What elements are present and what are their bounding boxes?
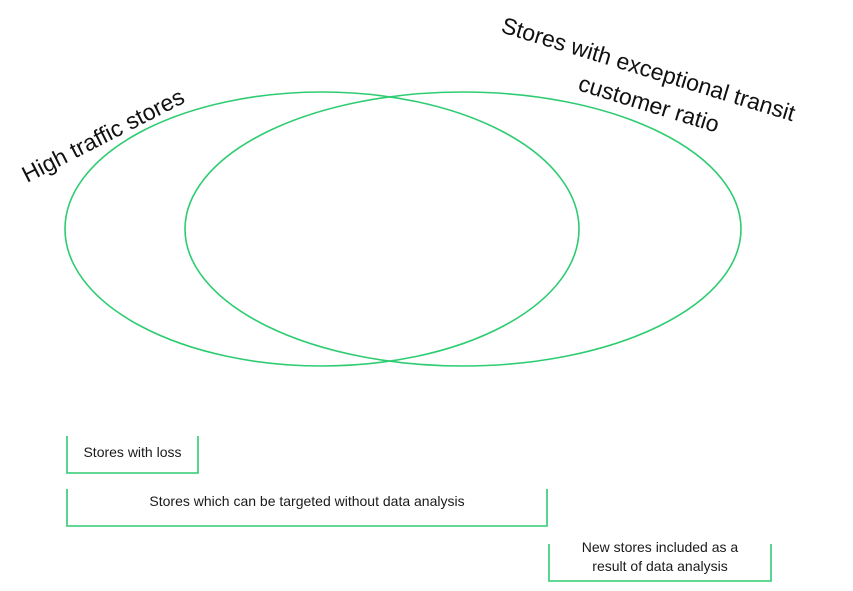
loss-bracket — [66, 436, 199, 474]
high-traffic-set-ellipse — [64, 91, 580, 367]
targeted-bracket — [66, 489, 548, 527]
new-stores-bracket-label-line2: result of data analysis — [592, 558, 728, 574]
loss-bracket-label: Stores with loss — [83, 444, 182, 460]
new-stores-bracket — [548, 544, 772, 582]
new-stores-bracket-label: New stores included as a result of data … — [549, 538, 771, 576]
new-stores-bracket-label-line1: New stores included as a — [581, 539, 739, 555]
exceptional-transit-set-ellipse — [184, 91, 742, 367]
targeted-bracket-label: Stores which can be targeted without dat… — [149, 493, 465, 509]
high-traffic-set-label: High traffic stores — [17, 83, 188, 187]
